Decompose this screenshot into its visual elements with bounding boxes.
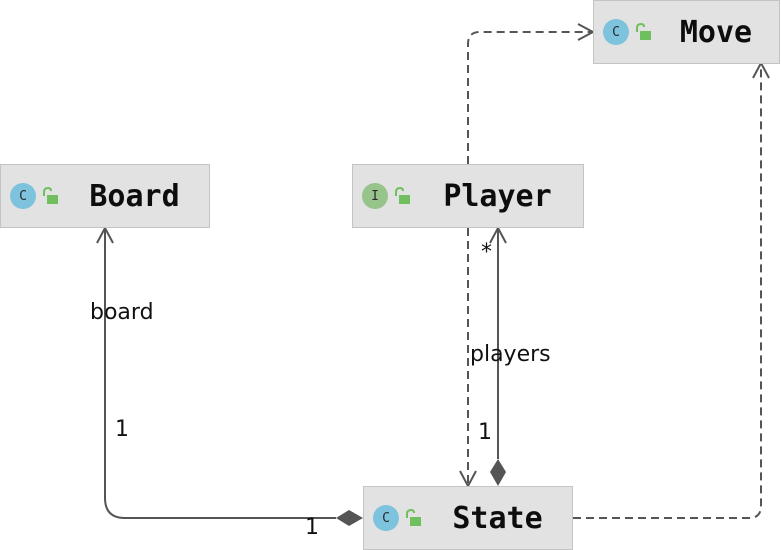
node-title: Player xyxy=(443,178,552,214)
lock-open-icon xyxy=(395,187,410,204)
node-title: Move xyxy=(679,14,753,50)
lock-open-icon xyxy=(406,509,421,526)
node-player[interactable]: I Player xyxy=(352,164,584,228)
composition-diamond xyxy=(490,459,506,486)
composition-diamond xyxy=(336,510,363,526)
node-state[interactable]: C State xyxy=(363,486,573,550)
lock-open-icon xyxy=(43,187,58,204)
node-title: Board xyxy=(89,178,180,214)
class-icon: C xyxy=(603,19,629,45)
node-move[interactable]: C Move xyxy=(593,0,780,64)
lock-open-icon xyxy=(636,23,651,40)
node-title: State xyxy=(452,500,543,536)
edge-state-board xyxy=(104,228,336,519)
multiplicity-label: * xyxy=(481,240,492,265)
edge-player-move xyxy=(467,31,593,164)
edge-role-label-board: board xyxy=(90,300,154,325)
edge-state-move xyxy=(573,63,762,519)
multiplicity-label: 1 xyxy=(305,515,319,540)
arrowhead-open xyxy=(489,225,507,244)
class-icon: C xyxy=(10,183,36,209)
multiplicity-label: 1 xyxy=(115,417,129,442)
edge-role-label-players: players xyxy=(470,342,551,367)
class-icon: C xyxy=(373,505,399,531)
multiplicity-label: 1 xyxy=(478,420,492,445)
arrowhead-open xyxy=(96,225,114,244)
interface-icon: I xyxy=(362,183,388,209)
node-board[interactable]: C Board xyxy=(0,164,210,228)
